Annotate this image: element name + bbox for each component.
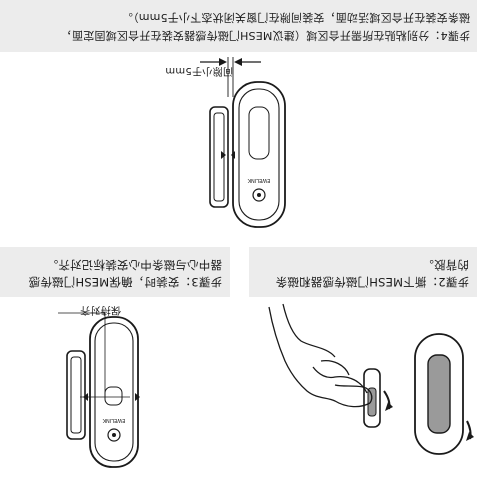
step4-caption-line1: 步骤4：分别粘贴在所需开合区域（建议MESH门磁传感器安装在开合区域固定面， [60, 29, 470, 42]
align-label: 保持对齐 [79, 304, 121, 315]
step3-caption-line1: 步骤3：安装时，确保MESH门磁传感 [28, 275, 222, 289]
button-icon [107, 428, 121, 442]
magnet-body [209, 106, 229, 208]
step4-panel: 步骤4：分别粘贴在所需开合区域（建议MESH门磁传感器安装在开合区域固定面， 磁… [0, 0, 477, 52]
gap-label: 间隙小于5mm [165, 65, 233, 76]
step3-caption-line2: 器中心与磁条中心安装标记对齐。 [46, 258, 223, 272]
device-brand-text: EWELINK [102, 417, 125, 423]
sensor-adhesive-pad [427, 354, 451, 434]
hand-illustration [268, 306, 371, 408]
magnet-body [66, 350, 86, 440]
magnet-align-mark [221, 151, 226, 159]
step2-caption-line2: 的背胶。 [422, 258, 469, 272]
step2-peel-illustration [268, 303, 474, 455]
magnet-adhesive-pad [367, 387, 377, 417]
button-icon [252, 188, 266, 202]
step3-panel: 步骤3：安装时，确保MESH门磁传感 器中心与磁条中心安装标记对齐。 [0, 247, 230, 297]
step4-gap-illustration: EWELINK [200, 57, 286, 228]
step2-panel: 步骤2：撕下MESH门磁传感器和磁条 的背胶。 [249, 247, 477, 297]
step2-caption-line1: 步骤2：撕下MESH门磁传感器和磁条 [275, 275, 469, 289]
device-brand-text: EWELINK [247, 177, 270, 183]
step3-align-illustration: EWELINK [58, 312, 140, 468]
step4-caption-line2: 磁条安装在开合区域活动面，安装间隙在门窗关闭状态下小于5mm）。 [121, 11, 470, 24]
sensor-align-mark [135, 393, 140, 401]
sensor-align-mark [231, 151, 235, 159]
